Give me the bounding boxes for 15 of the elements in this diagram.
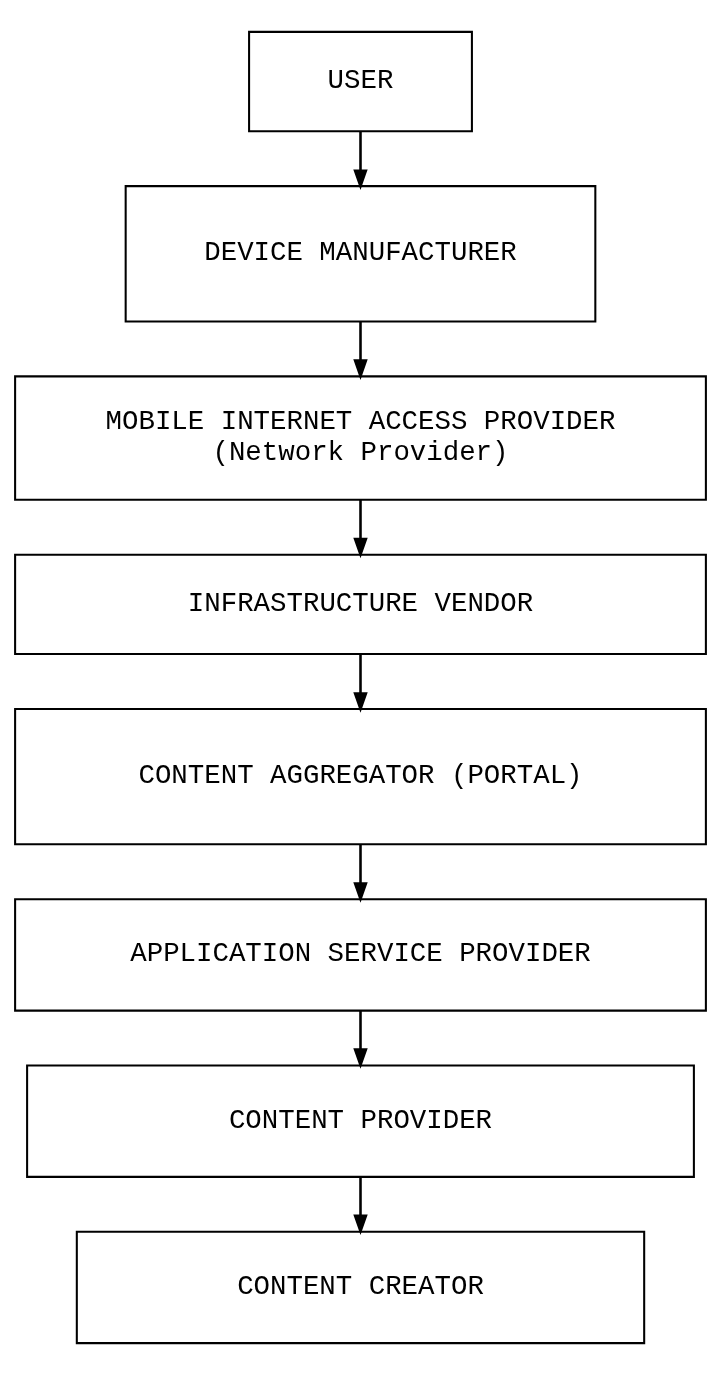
arrow (353, 1176, 368, 1235)
arrow (353, 321, 368, 380)
node-box: CONTENT CREATOR (75, 1230, 646, 1344)
node-box: MOBILE INTERNET ACCESS PROVIDER (Network Provider) (14, 374, 707, 501)
arrow (353, 653, 368, 713)
arrow (353, 499, 368, 558)
arrow (353, 1010, 368, 1069)
node-box: USER (248, 30, 473, 132)
arrow (353, 131, 368, 190)
node-box: CONTENT PROVIDER (26, 1063, 695, 1178)
node-box: DEVICE MANUFACTURER (124, 184, 597, 323)
arrow (353, 843, 368, 903)
node-box: INFRASTRUCTURE VENDOR (14, 553, 707, 655)
node-box: CONTENT AGGREGATOR (PORTAL) (14, 707, 707, 845)
node-box: APPLICATION SERVICE PROVIDER (14, 897, 707, 1012)
